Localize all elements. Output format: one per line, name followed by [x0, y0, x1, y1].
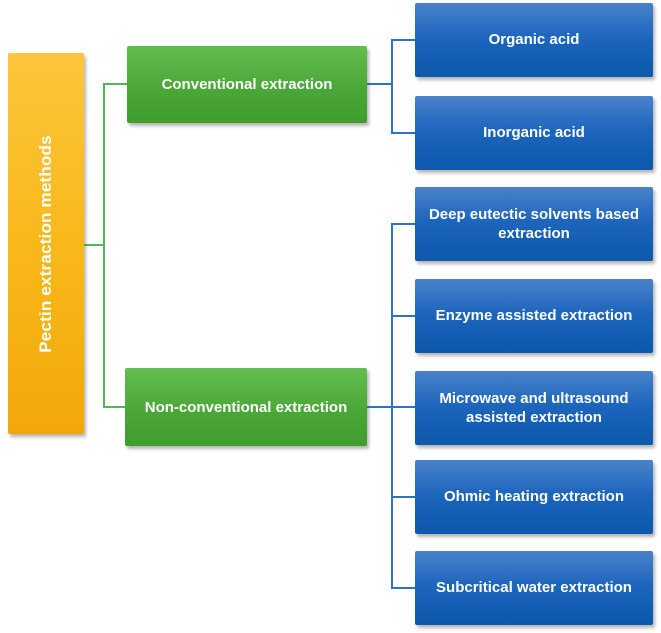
- connector-to-ohmic-heating: [391, 496, 417, 498]
- branch-node-conventional-extraction: Conventional extraction: [127, 46, 367, 123]
- branch-node-label: Non-conventional extraction: [144, 398, 348, 416]
- connector-to-enzyme-assisted: [391, 315, 417, 317]
- branch-node-non-conventional-extraction: Non-conventional extraction: [125, 368, 367, 446]
- branch-node-label: Conventional extraction: [161, 76, 333, 93]
- leaf-node-organic-acid: Organic acid: [415, 3, 653, 77]
- connector-conventional-trunk: [391, 39, 393, 134]
- root-node-label: Pectin extraction methods: [36, 134, 55, 353]
- leaf-node-inorganic-acid: Inorganic acid: [415, 96, 653, 170]
- leaf-node-label: Inorganic acid: [483, 124, 585, 142]
- leaf-node-subcritical-water-extraction: Subcritical water extraction: [415, 551, 653, 625]
- connector-to-non-conventional: [103, 406, 127, 408]
- leaf-node-label: Enzyme assisted extraction: [435, 307, 633, 325]
- leaf-node-deep-eutectic-solvents-based-extraction: Deep eutectic solvents based extraction: [415, 187, 653, 261]
- connector-to-inorganic-acid: [391, 132, 417, 134]
- connector-root-stub: [84, 244, 105, 246]
- root-node: Pectin extraction methods: [8, 53, 84, 434]
- leaf-node-label: Deep eutectic solvents based extraction: [428, 205, 640, 243]
- connector-to-subcritical-water: [391, 587, 417, 589]
- connector-to-organic-acid: [391, 39, 417, 41]
- connector-conventional-stub: [367, 83, 393, 85]
- leaf-node-ohmic-heating-extraction: Ohmic heating extraction: [415, 460, 653, 534]
- connector-branch-trunk: [103, 83, 105, 408]
- leaf-node-label: Subcritical water extraction: [436, 579, 632, 597]
- leaf-node-enzyme-assisted-extraction: Enzyme assisted extraction: [415, 279, 653, 353]
- leaf-node-label: Ohmic heating extraction: [443, 488, 625, 506]
- leaf-node-microwave-and-ultrasound-assisted-extraction: Microwave and ultrasound assisted extrac…: [415, 371, 653, 445]
- connector-non-conventional-trunk: [391, 223, 393, 589]
- connector-to-deep-eutectic: [391, 223, 417, 225]
- connector-to-conventional: [103, 83, 129, 85]
- leaf-node-label: Microwave and ultrasound assisted extrac…: [439, 389, 629, 427]
- leaf-node-label: Organic acid: [488, 31, 580, 49]
